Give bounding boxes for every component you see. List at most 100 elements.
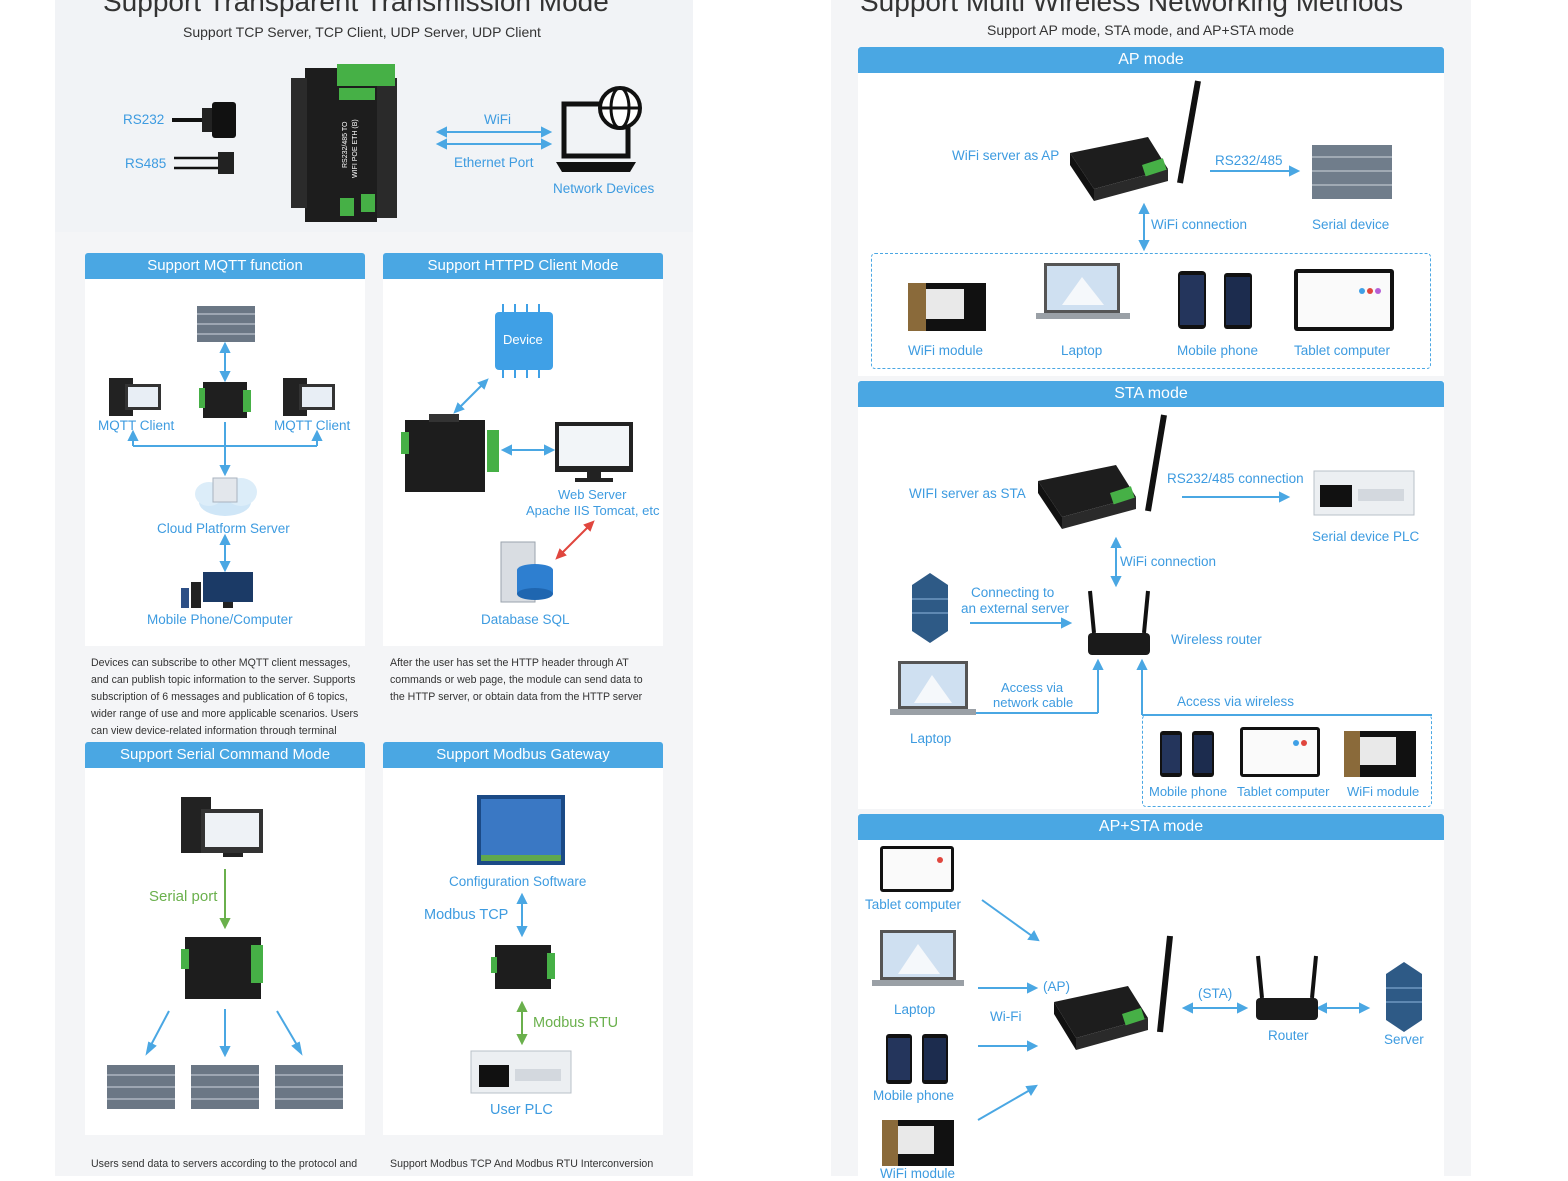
server-icon bbox=[197, 306, 255, 342]
ethernet-label: Ethernet Port bbox=[454, 155, 534, 170]
wifi-module-icon bbox=[882, 1120, 954, 1166]
database-icon bbox=[500, 541, 553, 603]
device-small-icon bbox=[491, 945, 555, 989]
user-plc-label: User PLC bbox=[490, 1102, 553, 1118]
sta-rs-label: RS232/485 connection bbox=[1167, 471, 1304, 486]
mqtt-description: Devices can subscribe to other MQTT clie… bbox=[91, 657, 359, 735]
sta-device-label-wifi-module: WiFi module bbox=[1347, 784, 1420, 799]
server-icon-1 bbox=[107, 1065, 175, 1109]
plc-icon bbox=[1313, 470, 1415, 516]
apsta-ap-label: (AP) bbox=[1043, 979, 1070, 994]
modbus-header: Support Modbus Gateway bbox=[383, 742, 663, 768]
config-software-label: Configuration Software bbox=[449, 874, 587, 889]
wifi-device-icon bbox=[1070, 80, 1201, 201]
router-icon bbox=[1088, 590, 1150, 655]
apsta-server-label: Server bbox=[1384, 1032, 1424, 1047]
wifi-device-icon bbox=[1038, 414, 1167, 529]
sta-external-label-1: Connecting to bbox=[971, 585, 1055, 600]
pc-icon-right bbox=[283, 378, 335, 416]
ap-header: AP mode bbox=[858, 47, 1444, 73]
phone-icon bbox=[1160, 731, 1214, 777]
cloud-icon bbox=[195, 477, 257, 516]
laptop-icon bbox=[1036, 263, 1130, 319]
laptop-icon bbox=[890, 661, 976, 715]
device-chip-label: Device bbox=[503, 332, 543, 347]
network-devices-label: Network Devices bbox=[553, 181, 655, 196]
config-software-icon bbox=[477, 795, 565, 865]
svg-text:RS232/485 TO: RS232/485 TO bbox=[342, 121, 349, 168]
left-title: Support Transparent Transmission Mode bbox=[103, 0, 609, 17]
modbus-diagram bbox=[470, 795, 572, 1094]
ap-device-label-wifi-module: WiFi module bbox=[908, 343, 984, 358]
serial-description: Users send data to servers according to … bbox=[91, 1158, 358, 1170]
ap-devices-group bbox=[871, 253, 1431, 369]
cloud-platform-label: Cloud Platform Server bbox=[157, 521, 290, 536]
ap-device-label-tablet: Tablet computer bbox=[1294, 343, 1391, 358]
right-title: Support Multi Wireless Networking Method… bbox=[860, 0, 1404, 17]
modbus-description: Support Modbus TCP And Modbus RTU Interc… bbox=[390, 1158, 654, 1170]
ap-device-label-laptop: Laptop bbox=[1061, 343, 1103, 358]
sta-wifi-connection-label: WiFi connection bbox=[1120, 554, 1217, 569]
sta-cable-label-1: Access via bbox=[1001, 680, 1064, 695]
rs232-label: RS232 bbox=[123, 112, 165, 127]
server-icon-2 bbox=[191, 1065, 259, 1109]
apsta-laptop-label: Laptop bbox=[894, 1002, 936, 1017]
apsta-card bbox=[858, 814, 1444, 1176]
wifi-label: WiFi bbox=[484, 112, 511, 127]
sta-plc-label: Serial device PLC bbox=[1312, 529, 1420, 544]
plc-icon bbox=[470, 1050, 572, 1094]
sta-wireless-label: Access via wireless bbox=[1177, 694, 1295, 709]
sta-diagram bbox=[890, 414, 1432, 777]
device-medium-icon bbox=[181, 937, 263, 999]
chip-icon bbox=[495, 304, 553, 378]
modbus-tcp-label: Modbus TCP bbox=[424, 907, 509, 923]
httpd-diagram bbox=[401, 304, 633, 603]
svg-text:WIFI POE ETH (B): WIFI POE ETH (B) bbox=[352, 119, 359, 178]
modbus-rtu-label: Modbus RTU bbox=[533, 1015, 619, 1031]
apsta-router-label: Router bbox=[1268, 1028, 1309, 1043]
sta-server-label: WIFI server as STA bbox=[909, 486, 1026, 501]
ap-diagram bbox=[908, 80, 1394, 331]
web-server-label: Web Server bbox=[558, 487, 627, 502]
device-large-icon: RS232/485 TO WIFI POE ETH (B) bbox=[291, 64, 397, 222]
external-server-icon bbox=[912, 573, 948, 643]
apsta-tablet-label: Tablet computer bbox=[865, 897, 962, 912]
network-laptop-globe-icon bbox=[556, 86, 642, 172]
tablet-icon bbox=[1294, 269, 1394, 331]
device-small-icon bbox=[199, 382, 251, 418]
database-label: Database SQL bbox=[481, 612, 570, 627]
phone-icon bbox=[1178, 271, 1252, 329]
web-server-sub-label: Apache IIS Tomcat, etc bbox=[526, 503, 660, 518]
apsta-wifi-module-label: WiFi module bbox=[880, 1166, 956, 1181]
sta-device-label-mobile: Mobile phone bbox=[1149, 784, 1228, 799]
serial-header: Support Serial Command Mode bbox=[85, 742, 365, 768]
apsta-mobile-label: Mobile phone bbox=[873, 1088, 955, 1103]
laptop-icon bbox=[872, 930, 964, 986]
phone-icon bbox=[886, 1034, 948, 1084]
terminal-connector-icon bbox=[174, 152, 234, 174]
tablet-icon bbox=[880, 846, 954, 892]
device-medium-icon bbox=[401, 414, 499, 492]
mobile-computer-icon bbox=[181, 572, 253, 608]
server-icon bbox=[1386, 962, 1422, 1032]
sta-external-label-2: an external server bbox=[961, 601, 1070, 616]
double-arrows bbox=[435, 126, 553, 150]
pc-icon bbox=[181, 797, 263, 857]
ap-device-label-mobile-phone: Mobile phone bbox=[1177, 343, 1259, 358]
mqtt-diagram bbox=[109, 306, 335, 608]
wifi-module-icon bbox=[1344, 731, 1416, 777]
httpd-description: After the user has set the HTTP header t… bbox=[390, 657, 643, 703]
apsta-sta-label: (STA) bbox=[1198, 986, 1233, 1001]
ap-server-label: WiFi server as AP bbox=[952, 148, 1060, 163]
db9-connector-icon bbox=[172, 102, 236, 138]
apsta-header: AP+STA mode bbox=[858, 814, 1444, 840]
mobile-computer-label: Mobile Phone/Computer bbox=[147, 612, 293, 627]
router-icon bbox=[1256, 955, 1318, 1020]
serial-diagram bbox=[107, 797, 343, 1109]
tablet-icon bbox=[1240, 727, 1320, 777]
sta-laptop-label: Laptop bbox=[910, 731, 952, 746]
server-rack-icon bbox=[1312, 145, 1392, 199]
apsta-diagram bbox=[872, 846, 1422, 1166]
left-subtitle: Support TCP Server, TCP Client, UDP Serv… bbox=[183, 24, 541, 40]
ap-wifi-connection-label: WiFi connection bbox=[1151, 217, 1248, 232]
